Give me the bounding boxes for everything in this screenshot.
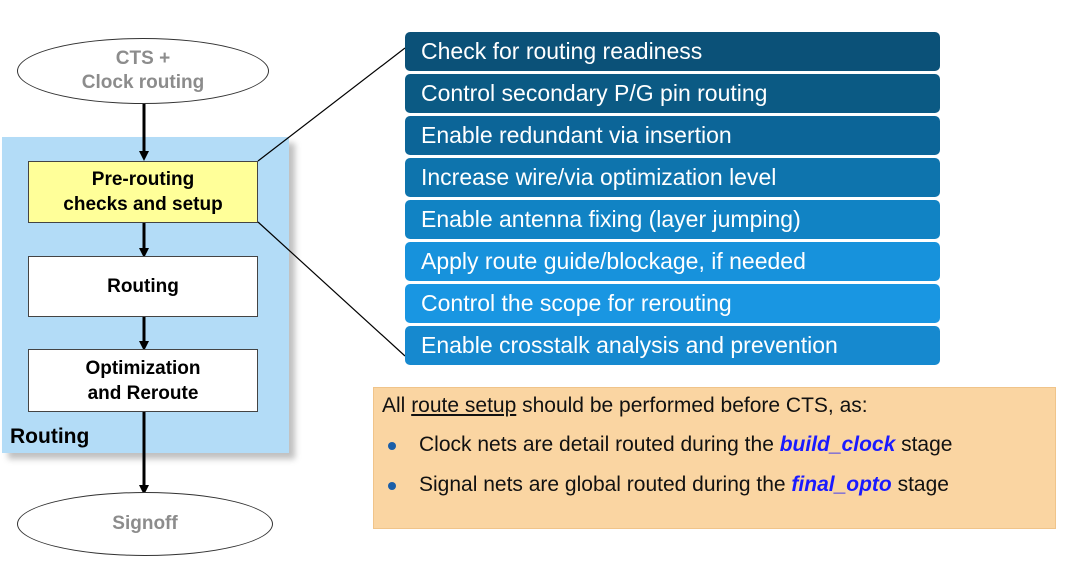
step-bar: Enable crosstalk analysis and prevention (405, 326, 940, 365)
cts-label-line2: Clock routing (81, 72, 205, 93)
routing-box: Routing (28, 256, 258, 317)
preroute-label-line2: checks and setup (63, 194, 223, 215)
note-bullet-1-keyword: build_clock (779, 433, 896, 456)
routing-box-label: Routing (107, 276, 179, 297)
callout-line-bottom (257, 221, 406, 357)
note-bullet-2-post: stage (891, 473, 949, 496)
step-bar: Control secondary P/G pin routing (405, 74, 940, 113)
note-bullet-2-dot (388, 482, 396, 490)
note-bullet-1-dot (388, 442, 396, 450)
note-bullet-2: Signal nets are global routed during the… (419, 473, 949, 497)
note-bullet-1-post: stage (895, 433, 953, 456)
cts-clock-routing-node: CTS + Clock routing (17, 38, 269, 104)
step-label: Enable redundant via insertion (421, 122, 732, 148)
step-label: Enable crosstalk analysis and prevention (421, 332, 838, 358)
step-bar: Enable redundant via insertion (405, 116, 940, 155)
optimization-reroute-box: Optimization and Reroute (28, 349, 258, 412)
step-bar: Apply route guide/blockage, if needed (405, 242, 940, 281)
step-label: Apply route guide/blockage, if needed (421, 248, 806, 274)
step-bar: Enable antenna fixing (layer jumping) (405, 200, 940, 239)
step-bar: Check for routing readiness (405, 32, 940, 71)
route-setup-note: All route setup should be performed befo… (373, 387, 1056, 529)
preroute-checks-box: Pre-routing checks and setup (28, 161, 258, 223)
step-label: Increase wire/via optimization level (421, 164, 777, 190)
note-bullet-1: Clock nets are detail routed during the … (419, 433, 952, 457)
step-bar: Control the scope for rerouting (405, 284, 940, 323)
step-label: Control secondary P/G pin routing (421, 80, 768, 106)
note-bullet-2-keyword: final_opto (791, 473, 892, 496)
step-label: Control the scope for rerouting (421, 290, 732, 316)
signoff-label: Signoff (112, 513, 178, 534)
cts-label-line1: CTS + (115, 48, 171, 69)
note-bullet-1-pre: Clock nets are detail routed during the (419, 433, 780, 456)
signoff-node: Signoff (17, 492, 273, 556)
step-label: Check for routing readiness (421, 38, 703, 64)
note-intro-post: should be performed before CTS, as: (516, 394, 868, 417)
callout-line-top (257, 47, 406, 162)
note-intro: All route setup should be performed befo… (382, 394, 868, 418)
preroute-label-line1: Pre-routing (91, 169, 195, 190)
note-intro-pre: All (382, 394, 412, 417)
step-label: Enable antenna fixing (layer jumping) (421, 206, 801, 232)
opt-label-line1: Optimization (85, 357, 201, 379)
opt-label-line2: and Reroute (87, 382, 199, 404)
step-bar: Increase wire/via optimization level (405, 158, 940, 197)
routing-region-label: Routing (10, 425, 90, 448)
note-bullet-2-pre: Signal nets are global routed during the (419, 473, 792, 496)
note-intro-underlined: route setup (411, 394, 517, 417)
